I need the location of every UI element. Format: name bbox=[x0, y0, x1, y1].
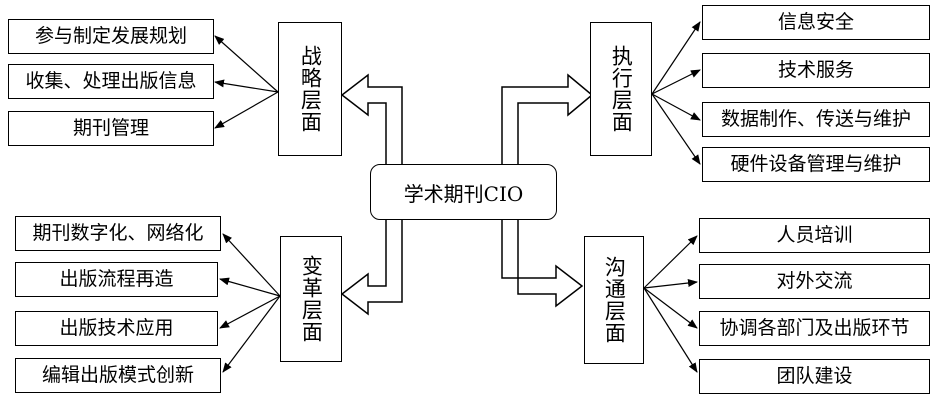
transformation-item-label: 期刊数字化、网络化 bbox=[32, 222, 204, 244]
transformation-item-box: 出版流程再造 bbox=[15, 262, 218, 297]
communication-item-box: 团队建设 bbox=[699, 359, 930, 394]
strategy-item-label: 参与制定发展规划 bbox=[34, 25, 187, 47]
execution-item-label: 硬件设备管理与维护 bbox=[730, 153, 902, 175]
execution-item-box: 硬件设备管理与维护 bbox=[702, 147, 930, 182]
transformation-item-box: 编辑出版模式创新 bbox=[15, 358, 221, 393]
layer-communication-box: 沟通层面 bbox=[584, 236, 644, 364]
arrow-execution-3 bbox=[651, 93, 701, 121]
transformation-item-label: 出版流程再造 bbox=[59, 268, 174, 290]
arrow-transformation-2 bbox=[219, 277, 281, 297]
center-node: 学术期刊CIO bbox=[370, 164, 557, 220]
execution-item-box: 技术服务 bbox=[702, 53, 930, 88]
arrow-communication-3 bbox=[643, 287, 698, 329]
communication-item-label: 人员培训 bbox=[776, 224, 853, 246]
layer-communication-title: 沟通层面 bbox=[602, 256, 627, 344]
communication-item-label: 团队建设 bbox=[776, 365, 853, 387]
communication-item-box: 人员培训 bbox=[699, 218, 930, 253]
communication-item-label: 协调各部门及出版环节 bbox=[719, 317, 910, 339]
layer-strategy-title: 战略层面 bbox=[298, 45, 323, 133]
block-arrow-execution bbox=[501, 73, 594, 165]
arrow-transformation-1 bbox=[222, 233, 281, 297]
arrow-transformation-3 bbox=[219, 295, 281, 329]
layer-execution-box: 执行层面 bbox=[590, 22, 652, 156]
execution-item-box: 信息安全 bbox=[702, 5, 930, 40]
communication-item-box: 对外交流 bbox=[699, 264, 930, 299]
transformation-item-label: 出版技术应用 bbox=[59, 317, 174, 339]
arrow-communication-2 bbox=[643, 279, 698, 289]
arrow-strategy-3 bbox=[214, 91, 279, 129]
arrow-strategy-1 bbox=[214, 35, 279, 93]
communication-item-label: 对外交流 bbox=[776, 270, 853, 292]
arrow-communication-4 bbox=[643, 287, 698, 373]
transformation-item-box: 出版技术应用 bbox=[15, 311, 218, 346]
arrow-communication-1 bbox=[643, 235, 698, 289]
transformation-item-label: 编辑出版模式创新 bbox=[41, 364, 194, 386]
arrow-execution-2 bbox=[651, 69, 701, 95]
layer-execution-title: 执行层面 bbox=[609, 45, 634, 133]
execution-item-label: 技术服务 bbox=[777, 59, 854, 81]
block-arrow-transformation bbox=[340, 220, 403, 316]
execution-item-label: 信息安全 bbox=[777, 11, 854, 33]
block-arrow-communication bbox=[501, 220, 584, 308]
layer-strategy-box: 战略层面 bbox=[278, 22, 342, 156]
strategy-item-box: 参与制定发展规划 bbox=[8, 19, 214, 54]
strategy-item-box: 收集、处理出版信息 bbox=[8, 64, 214, 99]
layer-transformation-box: 变革层面 bbox=[280, 236, 342, 362]
strategy-item-box: 期刊管理 bbox=[8, 111, 214, 146]
block-arrow-strategy bbox=[340, 73, 403, 165]
communication-item-box: 协调各部门及出版环节 bbox=[699, 311, 930, 346]
arrow-execution-1 bbox=[651, 21, 701, 95]
strategy-item-label: 收集、处理出版信息 bbox=[25, 70, 197, 92]
layer-transformation-title: 变革层面 bbox=[299, 255, 324, 343]
transformation-item-box: 期刊数字化、网络化 bbox=[15, 216, 221, 251]
center-label: 学术期刊CIO bbox=[403, 181, 524, 206]
arrow-transformation-4 bbox=[222, 295, 281, 373]
strategy-item-label: 期刊管理 bbox=[72, 117, 149, 139]
execution-item-box: 数据制作、传送与维护 bbox=[702, 102, 930, 137]
execution-item-label: 数据制作、传送与维护 bbox=[720, 108, 911, 130]
arrow-strategy-2 bbox=[214, 79, 279, 93]
arrow-execution-4 bbox=[651, 93, 701, 165]
